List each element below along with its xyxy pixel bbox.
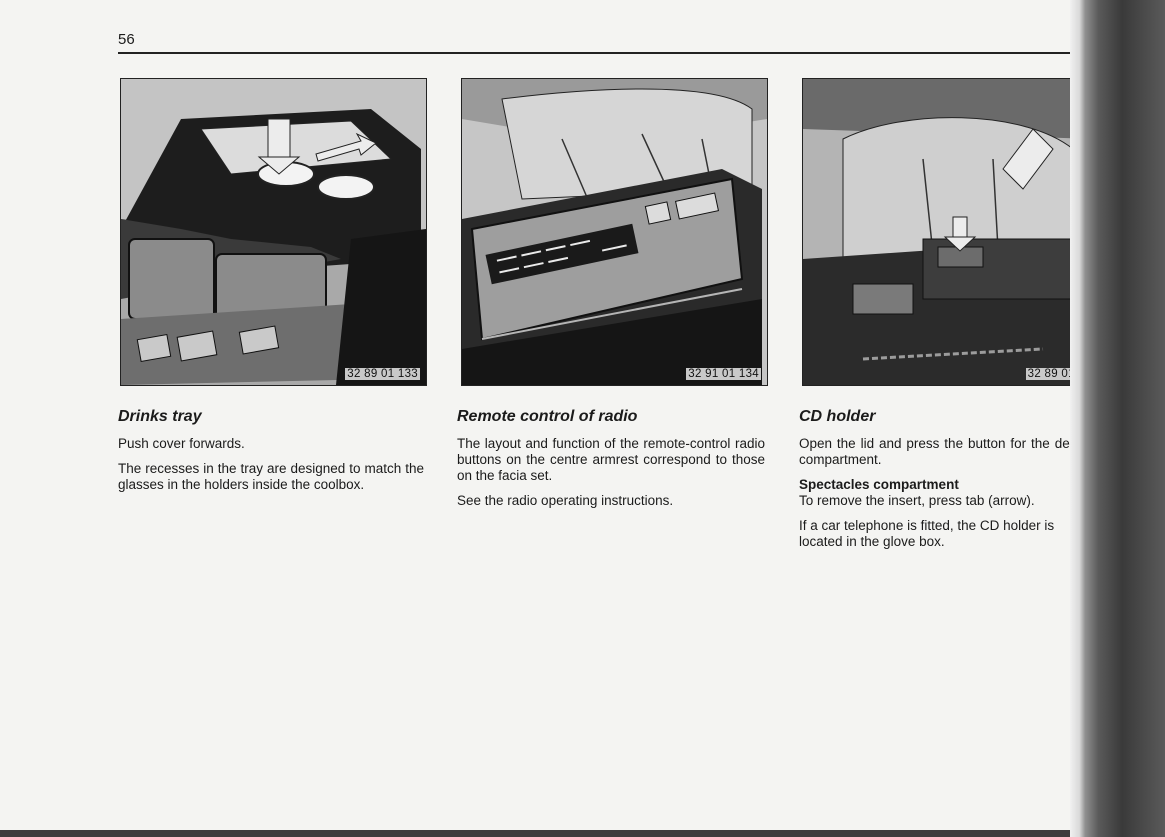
- cd-holder-illustration: [803, 79, 1093, 385]
- page-number: 56: [118, 31, 135, 48]
- figure-cd-holder: 32 89 01 1: [802, 78, 1094, 386]
- drinks-tray-illustration: [121, 79, 426, 385]
- paragraph: Open the lid and press the button for th…: [799, 436, 1099, 467]
- paragraph: The layout and function of the remote-co…: [457, 436, 765, 483]
- page-bottom-edge: [0, 830, 1070, 837]
- subheading: Spectacles compartment: [799, 477, 959, 492]
- figure-code: 32 89 01 133: [345, 368, 420, 380]
- section-cd-holder: CD holder Open the lid and press the but…: [799, 408, 1099, 559]
- paragraph: Push cover forwards.: [118, 436, 245, 451]
- paragraph: To remove the insert, press tab (arrow).: [799, 493, 1035, 508]
- figure-code: 32 91 01 134: [686, 368, 761, 380]
- section-title: Drinks tray: [118, 408, 202, 425]
- page-binding-edge: [1070, 0, 1165, 837]
- header-rule: [118, 52, 1103, 54]
- radio-remote-illustration: [462, 79, 767, 385]
- paragraph: If a car telephone is fitted, the CD hol…: [799, 518, 1055, 549]
- paragraph: The recesses in the tray are designed to…: [118, 461, 424, 492]
- figure-radio-remote: 32 91 01 134: [461, 78, 768, 386]
- section-title: CD holder: [799, 408, 876, 425]
- section-title: Remote control of radio: [457, 408, 638, 425]
- section-drinks-tray: Drinks tray Push cover forwards. The rec…: [118, 408, 424, 502]
- figure-drinks-tray: 32 89 01 133: [120, 78, 427, 386]
- section-remote-radio: Remote control of radio The layout and f…: [457, 408, 765, 518]
- paragraph: See the radio operating instructions.: [457, 493, 674, 508]
